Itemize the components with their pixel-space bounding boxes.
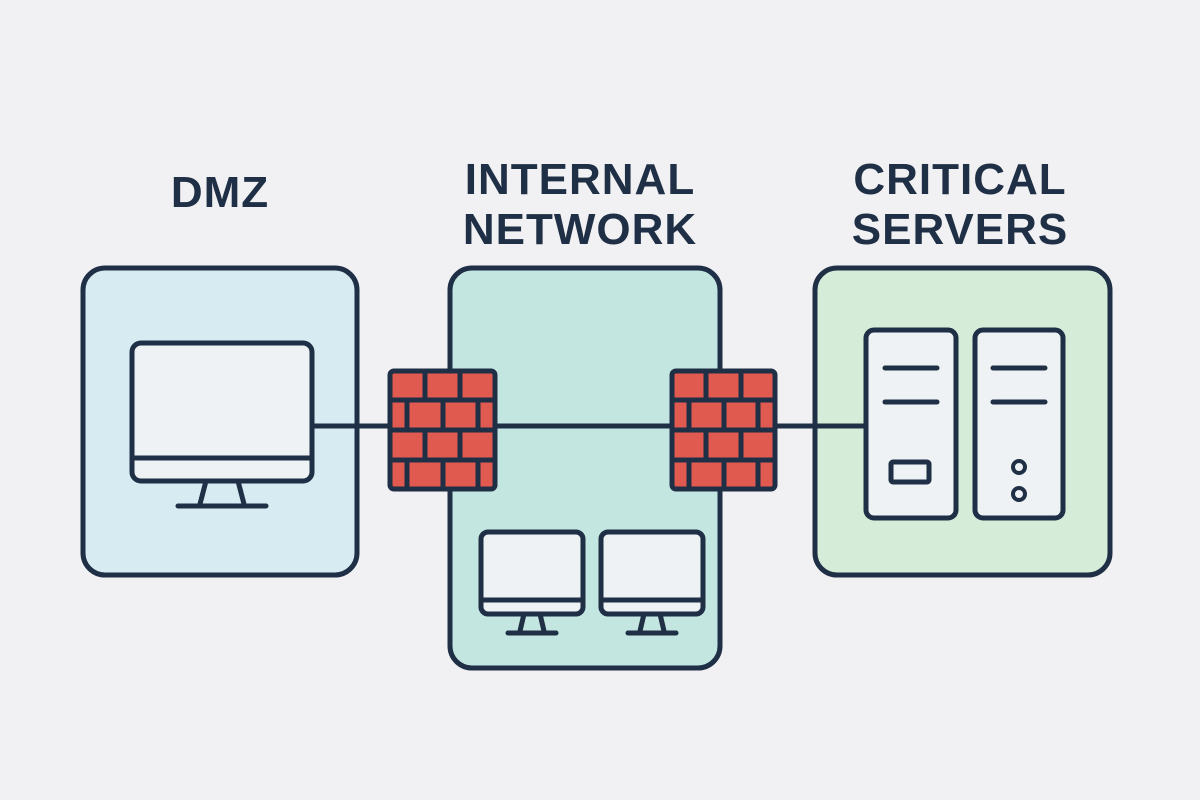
internal-network-label-line-2: NETWORK	[462, 205, 698, 254]
internal-network-label: INTERNAL NETWORK	[430, 155, 730, 255]
critical-servers-label-line-1: CRITICAL	[853, 155, 1067, 204]
server-icon	[863, 327, 959, 521]
monitor-icon	[598, 529, 706, 636]
firewall-icon	[669, 368, 778, 492]
critical-servers-label-line-2: SERVERS	[851, 205, 1069, 254]
critical-servers-label: CRITICAL SERVERS	[810, 155, 1110, 255]
monitor-icon	[129, 340, 315, 509]
dmz-label: DMZ	[110, 168, 330, 218]
internal-network-label-line-1: INTERNAL	[464, 155, 696, 204]
server-icon	[972, 327, 1066, 521]
firewall-icon	[387, 368, 498, 492]
monitor-icon	[478, 529, 586, 636]
dmz-label-line: DMZ	[170, 168, 270, 217]
critical-servers-zone-box	[812, 265, 1113, 578]
